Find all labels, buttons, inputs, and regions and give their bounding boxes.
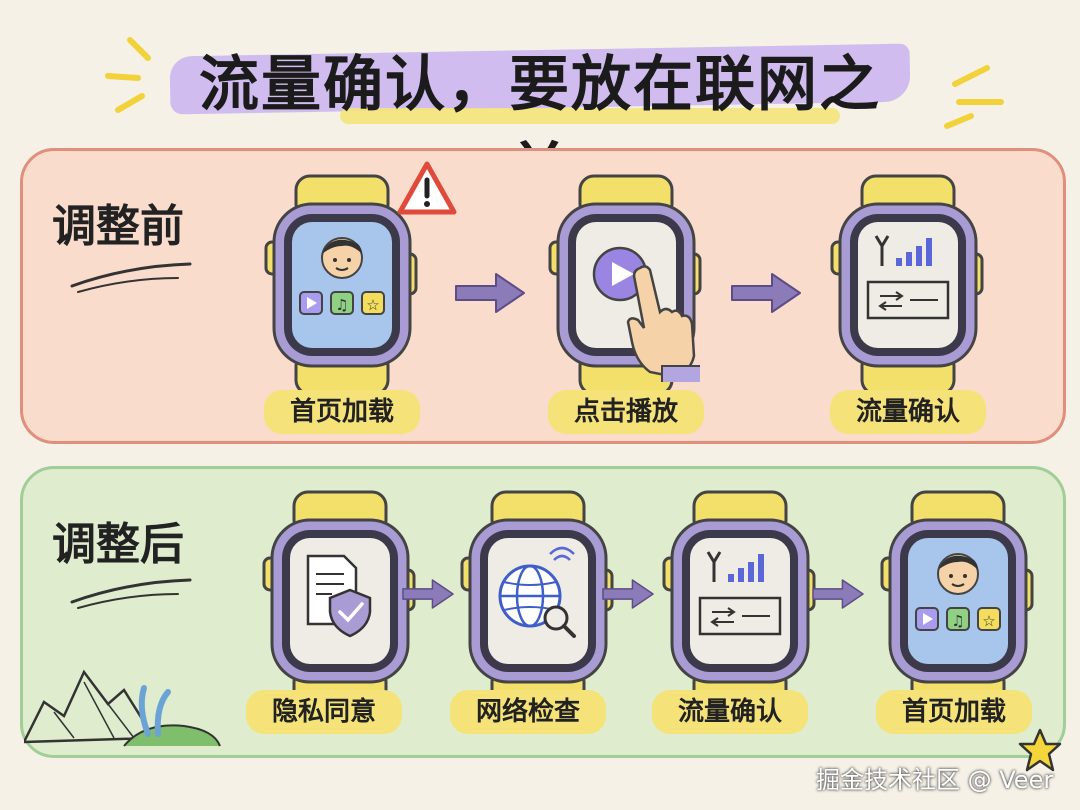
svg-text:☆: ☆	[366, 296, 379, 314]
star-icon	[1018, 728, 1062, 772]
step-label: 首页加载	[876, 690, 1032, 734]
flow-arrow-icon	[402, 579, 454, 609]
step-label: 隐私同意	[246, 690, 402, 734]
signal-data-icon	[698, 551, 782, 636]
signal-data-icon	[866, 235, 950, 320]
after-section-label: 调整后	[38, 508, 232, 575]
privacy-shield-icon	[306, 554, 372, 638]
step-label: 网络检查	[450, 690, 606, 734]
globe-search-icon	[498, 546, 576, 638]
home-screen-icon: ♫ ☆	[915, 553, 1001, 631]
home-screen-icon: ♫ ☆	[299, 237, 385, 315]
watch-home-screen: ♫ ☆	[264, 174, 418, 396]
watch-privacy-screen	[262, 490, 416, 712]
svg-text:♫: ♫	[335, 296, 348, 314]
before-scribble	[70, 262, 192, 293]
play-button-icon	[592, 246, 648, 302]
watch-home-screen: ♫ ☆	[880, 490, 1034, 712]
title-sparkle-right-icon	[944, 65, 1004, 129]
watch-network-screen	[460, 490, 614, 712]
step-label: 流量确认	[652, 690, 808, 734]
flow-arrow-icon	[731, 273, 801, 313]
page-title-block: 流量确认，要放在联网之前	[169, 28, 911, 207]
svg-text:☆: ☆	[982, 612, 995, 630]
plant-doodle	[138, 685, 171, 737]
title-underline	[340, 108, 840, 124]
flow-arrow-icon	[455, 273, 525, 313]
after-scribble	[70, 578, 192, 609]
tapping-hand-icon	[626, 265, 700, 382]
warning-icon	[397, 161, 457, 215]
watermark: 掘金技术社区 @ Veer	[816, 766, 1054, 794]
svg-text:♫: ♫	[951, 612, 964, 630]
watch-signal-screen	[830, 174, 984, 396]
step-label: 点击播放	[548, 390, 704, 434]
step-label: 流量确认	[830, 390, 986, 434]
step-label: 首页加载	[264, 390, 420, 434]
hills-doodle	[24, 669, 221, 747]
title-sparkle-left-icon	[105, 37, 151, 113]
flow-arrow-icon	[812, 579, 864, 609]
before-section-label: 调整前	[38, 190, 232, 257]
flow-arrow-icon	[602, 579, 654, 609]
watch-signal-screen	[662, 490, 816, 712]
